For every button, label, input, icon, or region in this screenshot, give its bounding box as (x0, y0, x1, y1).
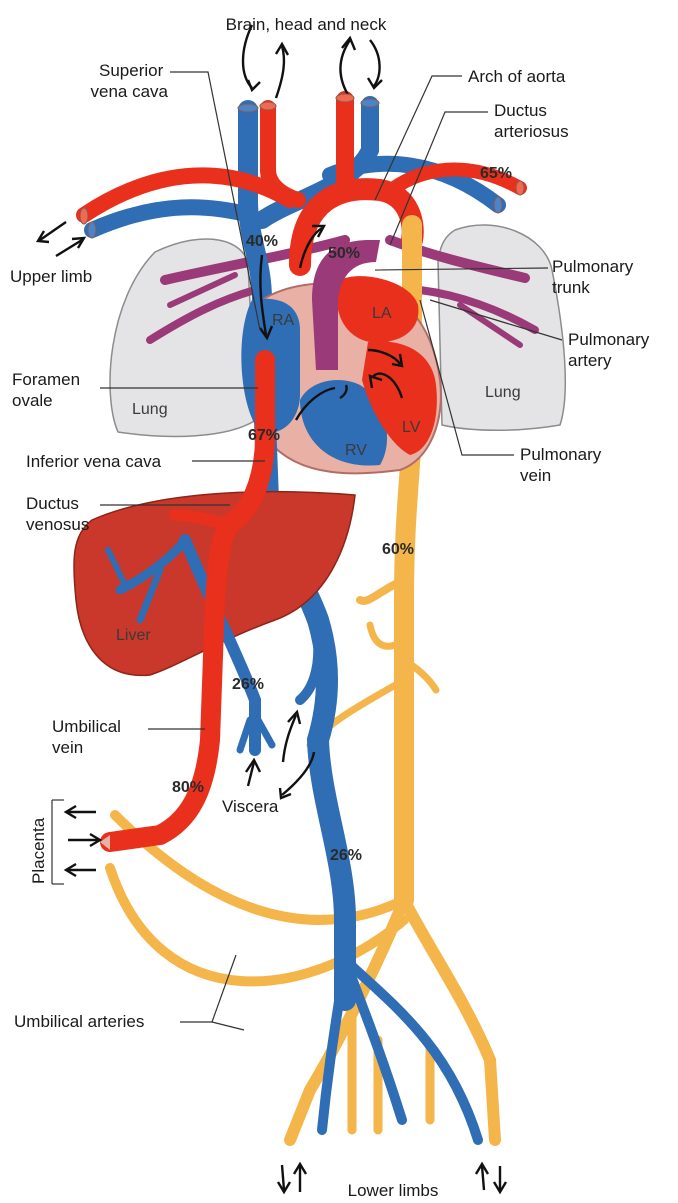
label-arch-of-aorta: Arch of aorta (468, 67, 566, 86)
percent-50: 50% (328, 245, 360, 262)
percent-26-viscera: 26% (232, 676, 264, 693)
label-pulmonary-trunk: Pulmonary trunk (552, 257, 638, 297)
percent-26-aorta: 26% (330, 847, 362, 864)
percent-80: 80% (172, 779, 204, 796)
label-la: LA (372, 305, 392, 322)
label-pulmonary-artery: Pulmonary artery (568, 330, 654, 370)
label-umbilical-arteries: Umbilical arteries (14, 1012, 144, 1031)
percent-40: 40% (246, 233, 278, 250)
label-umbilical-vein: Umbilical vein (52, 717, 126, 757)
label-ductus-venosus: Ductus venosus (26, 494, 89, 534)
label-ra: RA (272, 312, 295, 329)
label-inferior-vena-cava: Inferior vena cava (26, 452, 162, 471)
label-brain-head-neck: Brain, head and neck (226, 15, 387, 34)
label-lower-limbs: Lower limbs (348, 1181, 439, 1200)
percent-60: 60% (382, 541, 414, 558)
percent-67: 67% (248, 427, 280, 444)
label-viscera: Viscera (222, 797, 279, 816)
label-liver: Liver (116, 627, 151, 644)
label-rv: RV (345, 442, 367, 459)
label-foramen-ovale: Foramen ovale (12, 370, 85, 410)
label-lung-right: Lung (485, 384, 521, 401)
label-pulmonary-vein: Pulmonary vein (520, 445, 606, 485)
label-superior-vena-cava: Superior vena cava (91, 61, 169, 101)
label-ductus-arteriosus: Ductus arteriosus (494, 101, 569, 141)
label-placenta: Placenta (29, 817, 48, 884)
label-upper-limb: Upper limb (10, 267, 92, 286)
label-lv: LV (402, 419, 421, 436)
percent-65: 65% (480, 165, 512, 182)
label-lung-left: Lung (132, 401, 168, 418)
